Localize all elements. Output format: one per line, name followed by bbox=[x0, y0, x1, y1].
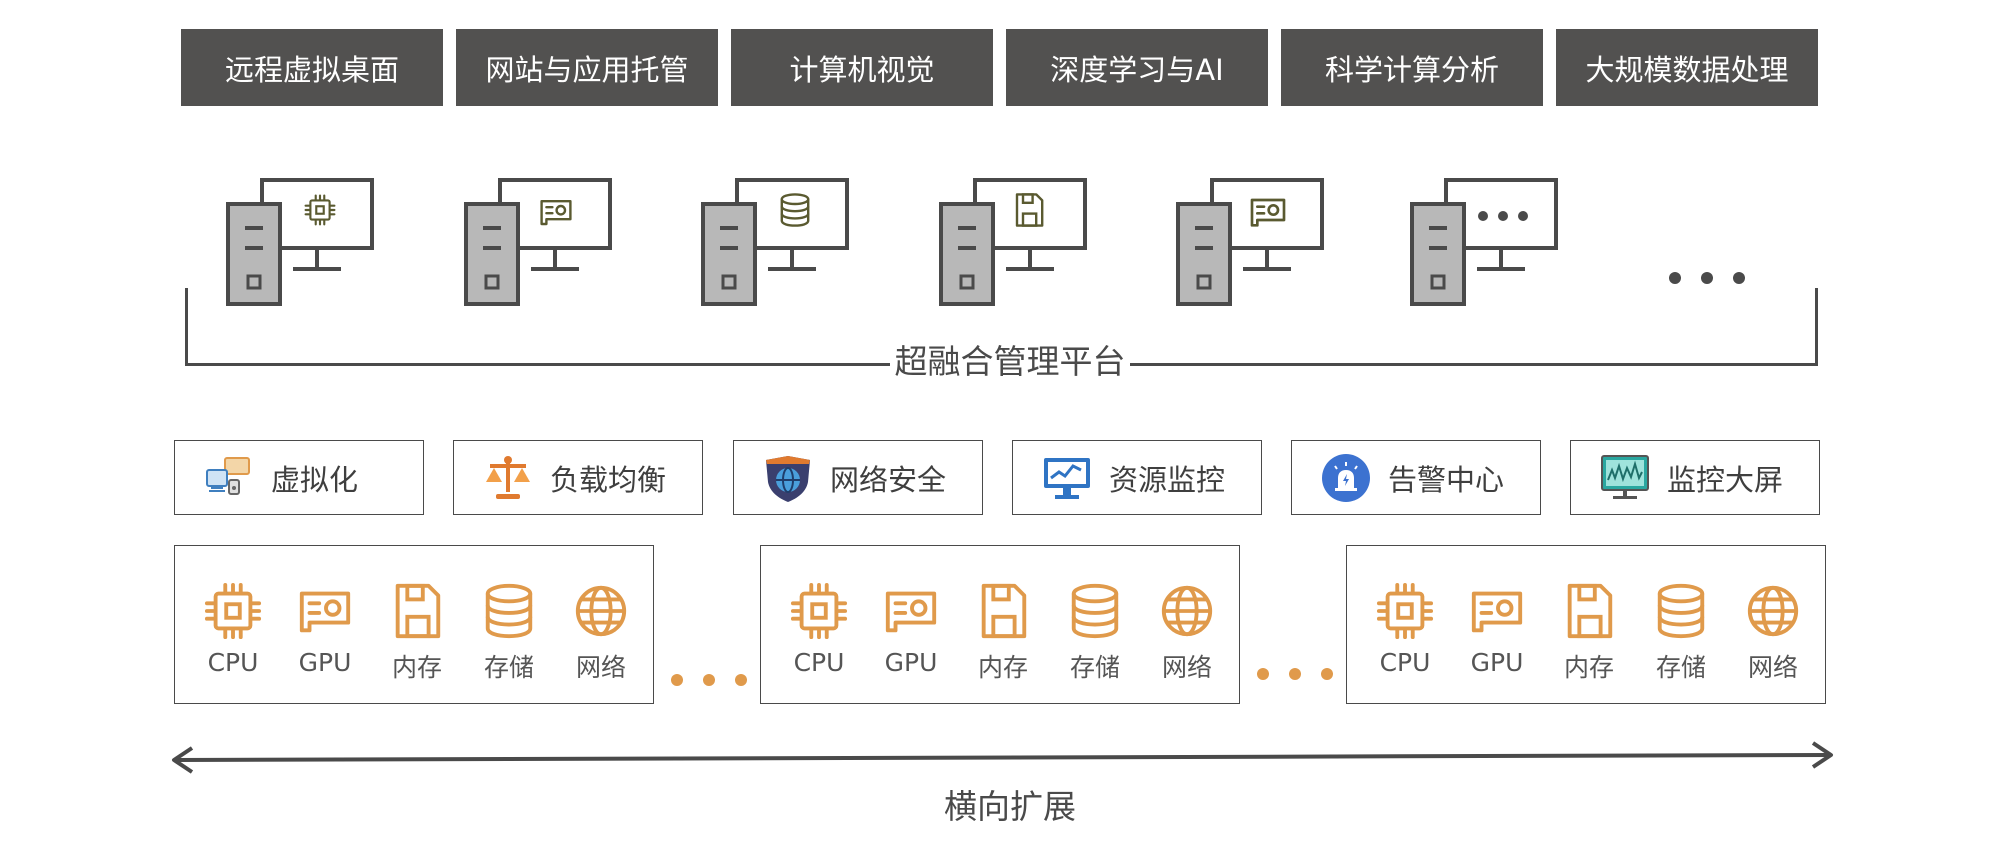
cpu-icon bbox=[1376, 582, 1434, 640]
node-box-3: CPU GPU 内存 存储 网络 bbox=[1346, 545, 1826, 704]
more-nodes-dots-1 bbox=[671, 671, 747, 690]
gpu-icon bbox=[296, 582, 354, 640]
workstation-more bbox=[1410, 178, 1560, 308]
resource-cpu: CPU bbox=[193, 582, 273, 677]
platform-label: 超融合管理平台 bbox=[890, 340, 1130, 384]
app-tab-big-data: 大规模数据处理 bbox=[1556, 29, 1818, 106]
service-security: 网络安全 bbox=[733, 440, 983, 515]
storage-icon bbox=[480, 582, 538, 640]
resource-gpu: GPU bbox=[1457, 582, 1537, 677]
resource-network: 网络 bbox=[1147, 582, 1227, 684]
monitor-icon bbox=[1044, 457, 1090, 499]
node-box-1: CPU GPU 内存 存储 网络 bbox=[174, 545, 654, 704]
service-label: 虚拟化 bbox=[271, 462, 359, 497]
resource-storage: 存储 bbox=[469, 582, 549, 684]
resource-memory: 内存 bbox=[1549, 582, 1629, 684]
scale-label: 横向扩展 bbox=[944, 787, 1076, 826]
workstation-cpu bbox=[226, 178, 376, 308]
workstation-storage bbox=[701, 178, 851, 308]
service-alarm-center: 告警中心 bbox=[1291, 440, 1541, 515]
virtualization-icon bbox=[206, 456, 250, 495]
globe-icon bbox=[1158, 582, 1216, 640]
alarm-icon bbox=[1322, 453, 1370, 502]
service-label: 资源监控 bbox=[1109, 462, 1226, 497]
security-shield-icon bbox=[766, 455, 810, 502]
cpu-icon bbox=[204, 582, 262, 640]
service-label: 告警中心 bbox=[1388, 462, 1505, 497]
node-box-2: CPU GPU 内存 存储 网络 bbox=[760, 545, 1240, 704]
more-nodes-dots-2 bbox=[1257, 665, 1333, 684]
dashboard-screen-icon bbox=[1601, 454, 1649, 499]
gpu-icon bbox=[882, 582, 940, 640]
resource-gpu: GPU bbox=[285, 582, 365, 677]
load-balance-icon bbox=[486, 455, 530, 499]
app-tab-remote-desktop: 远程虚拟桌面 bbox=[181, 29, 443, 106]
service-label: 网络安全 bbox=[830, 462, 947, 497]
app-tab-computer-vision: 计算机视觉 bbox=[731, 29, 993, 106]
resource-storage: 存储 bbox=[1055, 582, 1135, 684]
service-virtualization: 虚拟化 bbox=[174, 440, 424, 515]
memory-icon bbox=[388, 582, 446, 640]
ellipsis-icon bbox=[1478, 211, 1528, 221]
resource-memory: 内存 bbox=[377, 582, 457, 684]
storage-icon bbox=[1066, 582, 1124, 640]
service-load-balance: 负载均衡 bbox=[453, 440, 703, 515]
resource-network: 网络 bbox=[561, 582, 641, 684]
workstation-network bbox=[1176, 178, 1326, 308]
resource-storage: 存储 bbox=[1641, 582, 1721, 684]
resource-cpu: CPU bbox=[1365, 582, 1445, 677]
app-tab-deep-learning: 深度学习与AI bbox=[1006, 29, 1268, 106]
storage-icon bbox=[1652, 582, 1710, 640]
memory-icon bbox=[1560, 582, 1618, 640]
service-dashboard-screen: 监控大屏 bbox=[1570, 440, 1820, 515]
gpu-icon bbox=[1468, 582, 1526, 640]
cpu-icon bbox=[790, 582, 848, 640]
workstation-gpu bbox=[464, 178, 614, 308]
resource-cpu: CPU bbox=[779, 582, 859, 677]
globe-icon bbox=[1744, 582, 1802, 640]
resource-gpu: GPU bbox=[871, 582, 951, 677]
resource-memory: 内存 bbox=[963, 582, 1043, 684]
service-resource-monitor: 资源监控 bbox=[1012, 440, 1262, 515]
service-label: 负载均衡 bbox=[550, 462, 667, 497]
app-tab-web-hosting: 网站与应用托管 bbox=[456, 29, 718, 106]
service-label: 监控大屏 bbox=[1667, 462, 1784, 497]
app-tab-scientific-computing: 科学计算分析 bbox=[1281, 29, 1543, 106]
scale-arrow bbox=[172, 741, 1833, 774]
globe-icon bbox=[572, 582, 630, 640]
memory-icon bbox=[974, 582, 1032, 640]
more-workstations-dots bbox=[1669, 269, 1745, 288]
resource-network: 网络 bbox=[1733, 582, 1813, 684]
workstation-memory bbox=[939, 178, 1089, 308]
